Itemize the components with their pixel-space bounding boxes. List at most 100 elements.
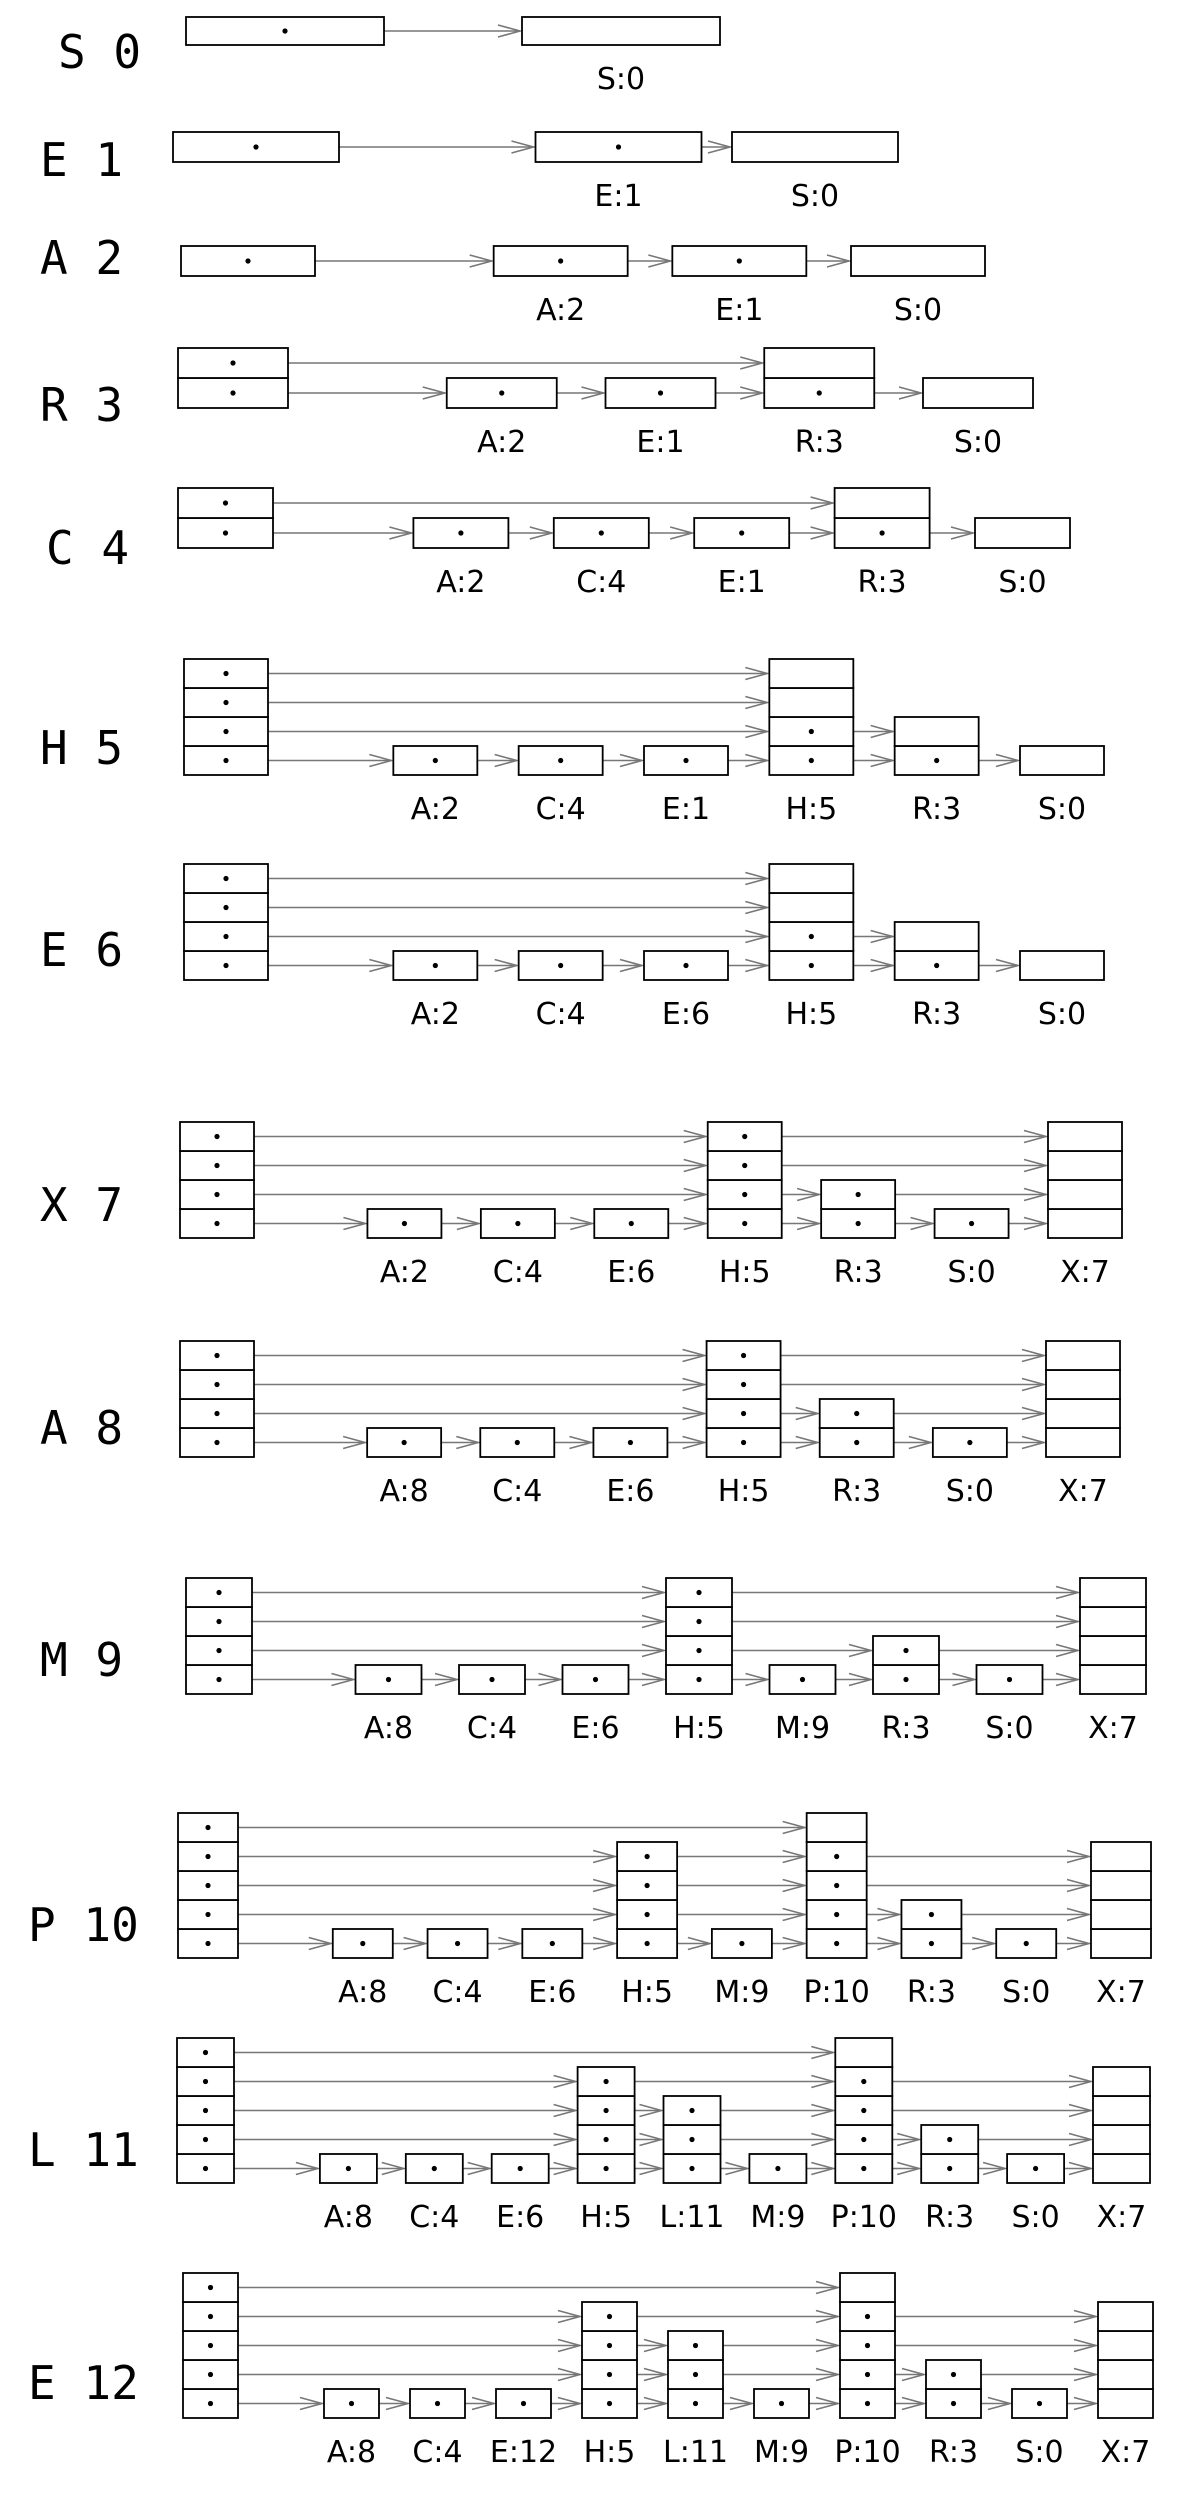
- arrow-head: [729, 2396, 756, 2411]
- pointer-dot: [740, 1352, 747, 1359]
- pointer-dot: [739, 530, 745, 536]
- list-node: E:12: [490, 2388, 557, 2470]
- arrow-head: [815, 2338, 842, 2353]
- head-node: [179, 1121, 255, 1239]
- arrow-head: [950, 526, 977, 540]
- node-label: E:1: [715, 293, 763, 328]
- arrow-head: [1068, 2103, 1095, 2118]
- pointer-dot: [202, 2078, 209, 2085]
- arrow-head: [682, 1406, 708, 1421]
- pointer-dot: [808, 757, 814, 764]
- pointer-dot: [253, 144, 259, 150]
- pointer-dot: [696, 1589, 702, 1596]
- pointer-dot: [742, 1191, 748, 1198]
- list-node: E:6: [490, 2153, 550, 2235]
- pointer-dot: [799, 1676, 806, 1683]
- arrow-head: [469, 254, 495, 268]
- arrow-head: [870, 929, 896, 944]
- node-label: H:5: [580, 2200, 632, 2235]
- list-node: R:3: [925, 2359, 982, 2470]
- pointer-dot: [644, 1853, 650, 1860]
- arrow-head: [848, 1672, 875, 1687]
- arrow-head: [343, 1216, 369, 1231]
- pointer-dot: [606, 2342, 613, 2349]
- pointer-dot: [692, 2400, 699, 2407]
- arrow-head: [952, 1672, 978, 1687]
- head-node: [177, 347, 289, 409]
- pointer-dot: [432, 757, 438, 764]
- arrow-head: [987, 2396, 1014, 2411]
- pointer-dot: [861, 2136, 867, 2143]
- pointer-dot: [223, 670, 229, 677]
- pointer-dot: [864, 2313, 871, 2320]
- arrow-head: [557, 2309, 584, 2324]
- node-label: R:3: [912, 792, 961, 827]
- node-label: M:9: [775, 1711, 830, 1746]
- arrow-head: [669, 526, 696, 540]
- node-label: E:1: [662, 792, 710, 827]
- arrow-head: [553, 2103, 579, 2118]
- pointer-dot: [515, 1220, 521, 1227]
- node-label: S:0: [985, 1711, 1033, 1746]
- level-box: [1097, 2301, 1154, 2332]
- arrow-head: [557, 2367, 584, 2382]
- list-node: R:3: [900, 1899, 963, 2010]
- list-node: H:5: [768, 863, 855, 1032]
- list-node: C:4: [404, 2153, 464, 2235]
- arrow-head: [569, 1435, 595, 1450]
- arrow-head: [810, 496, 836, 510]
- pointer-dot: [947, 2136, 953, 2143]
- level-box: [604, 377, 717, 409]
- arrow-head: [707, 140, 734, 154]
- list-node: E:6: [561, 1664, 630, 1746]
- node-label: E:6: [496, 2200, 544, 2235]
- arrow-head: [782, 1820, 808, 1835]
- arrow-head: [592, 1849, 619, 1864]
- pointer-dot: [207, 2313, 214, 2320]
- list-node: L:11: [660, 2095, 725, 2235]
- pointer-dot: [214, 1352, 220, 1359]
- level-box: [665, 1577, 733, 1608]
- list-node: C:4: [517, 950, 604, 1032]
- node-label: S:0: [597, 62, 645, 97]
- node-label: A:8: [364, 1711, 413, 1746]
- arrow-head: [815, 2280, 842, 2295]
- pointer-dot: [628, 1220, 634, 1227]
- level-box: [392, 745, 479, 776]
- list-node: S:0: [1006, 2153, 1065, 2235]
- list-node: R:3: [818, 1398, 895, 1509]
- list-node: P:10: [831, 2037, 897, 2235]
- arrow-head: [1021, 1377, 1048, 1392]
- arrow-head: [1073, 2338, 1100, 2353]
- pointer-dot: [834, 1853, 840, 1860]
- step-label: R 3: [40, 378, 123, 432]
- pointer-dot: [214, 1191, 220, 1198]
- pointer-dot: [434, 2400, 441, 2407]
- list-node: H:5: [576, 2066, 636, 2235]
- arrow-head: [745, 695, 771, 710]
- pointer-dot: [696, 1676, 702, 1683]
- list-node: P:10: [803, 1812, 870, 2010]
- node-label: A:8: [324, 2200, 373, 2235]
- node-label: R:3: [912, 997, 961, 1032]
- level-box: [748, 2153, 808, 2184]
- list-node: R:3: [820, 1179, 897, 1290]
- list-node: L:11: [663, 2330, 728, 2470]
- node-label: S:0: [998, 565, 1046, 600]
- arrow-head: [639, 2161, 665, 2176]
- pointer-dot: [740, 1439, 747, 1446]
- arrow-head: [1066, 1878, 1093, 1893]
- arrow-head: [745, 900, 771, 915]
- pointer-dot: [207, 2342, 214, 2349]
- pointer-dot: [205, 1882, 211, 1889]
- arrow-head: [782, 1878, 808, 1893]
- arrow-head: [1066, 1936, 1093, 1951]
- level-box: [763, 347, 876, 379]
- list-node: X:7: [1097, 2301, 1154, 2470]
- level-box: [185, 1635, 253, 1666]
- pointer-dot: [520, 2400, 527, 2407]
- pointer-dot: [558, 962, 564, 969]
- arrow-head: [810, 526, 836, 540]
- arrow-head: [553, 2132, 579, 2147]
